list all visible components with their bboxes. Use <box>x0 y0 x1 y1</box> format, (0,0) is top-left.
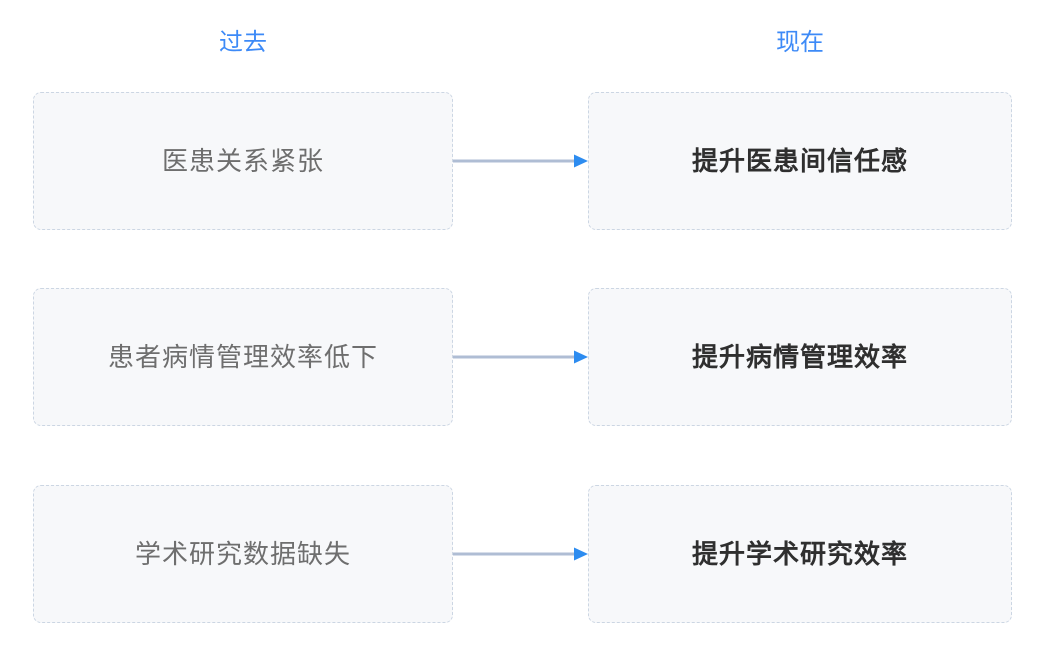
present-node-label: 提升学术研究效率 <box>691 539 908 569</box>
present-node-management-efficiency: 提升病情管理效率 <box>588 288 1012 426</box>
past-node-label: 患者病情管理效率低下 <box>107 342 378 372</box>
present-node-trust: 提升医患间信任感 <box>588 92 1012 230</box>
column-header-present: 现在 <box>776 29 824 56</box>
arrow-right-icon <box>453 350 588 364</box>
arrow-right-icon <box>453 547 588 561</box>
past-node-label: 医患关系紧张 <box>161 146 324 176</box>
column-header-past: 过去 <box>219 29 267 56</box>
past-node-label: 学术研究数据缺失 <box>134 539 351 569</box>
past-node-research-data-missing: 学术研究数据缺失 <box>33 485 453 623</box>
past-node-doctor-patient-tension: 医患关系紧张 <box>33 92 453 230</box>
present-node-label: 提升医患间信任感 <box>691 146 908 176</box>
diagram-row-3: 学术研究数据缺失 提升学术研究效率 <box>0 485 1040 623</box>
past-node-condition-management: 患者病情管理效率低下 <box>33 288 453 426</box>
present-node-research-efficiency: 提升学术研究效率 <box>588 485 1012 623</box>
diagram-row-2: 患者病情管理效率低下 提升病情管理效率 <box>0 288 1040 426</box>
arrow-right-icon <box>453 154 588 168</box>
present-node-label: 提升病情管理效率 <box>691 342 908 372</box>
diagram-row-1: 医患关系紧张 提升医患间信任感 <box>0 92 1040 230</box>
